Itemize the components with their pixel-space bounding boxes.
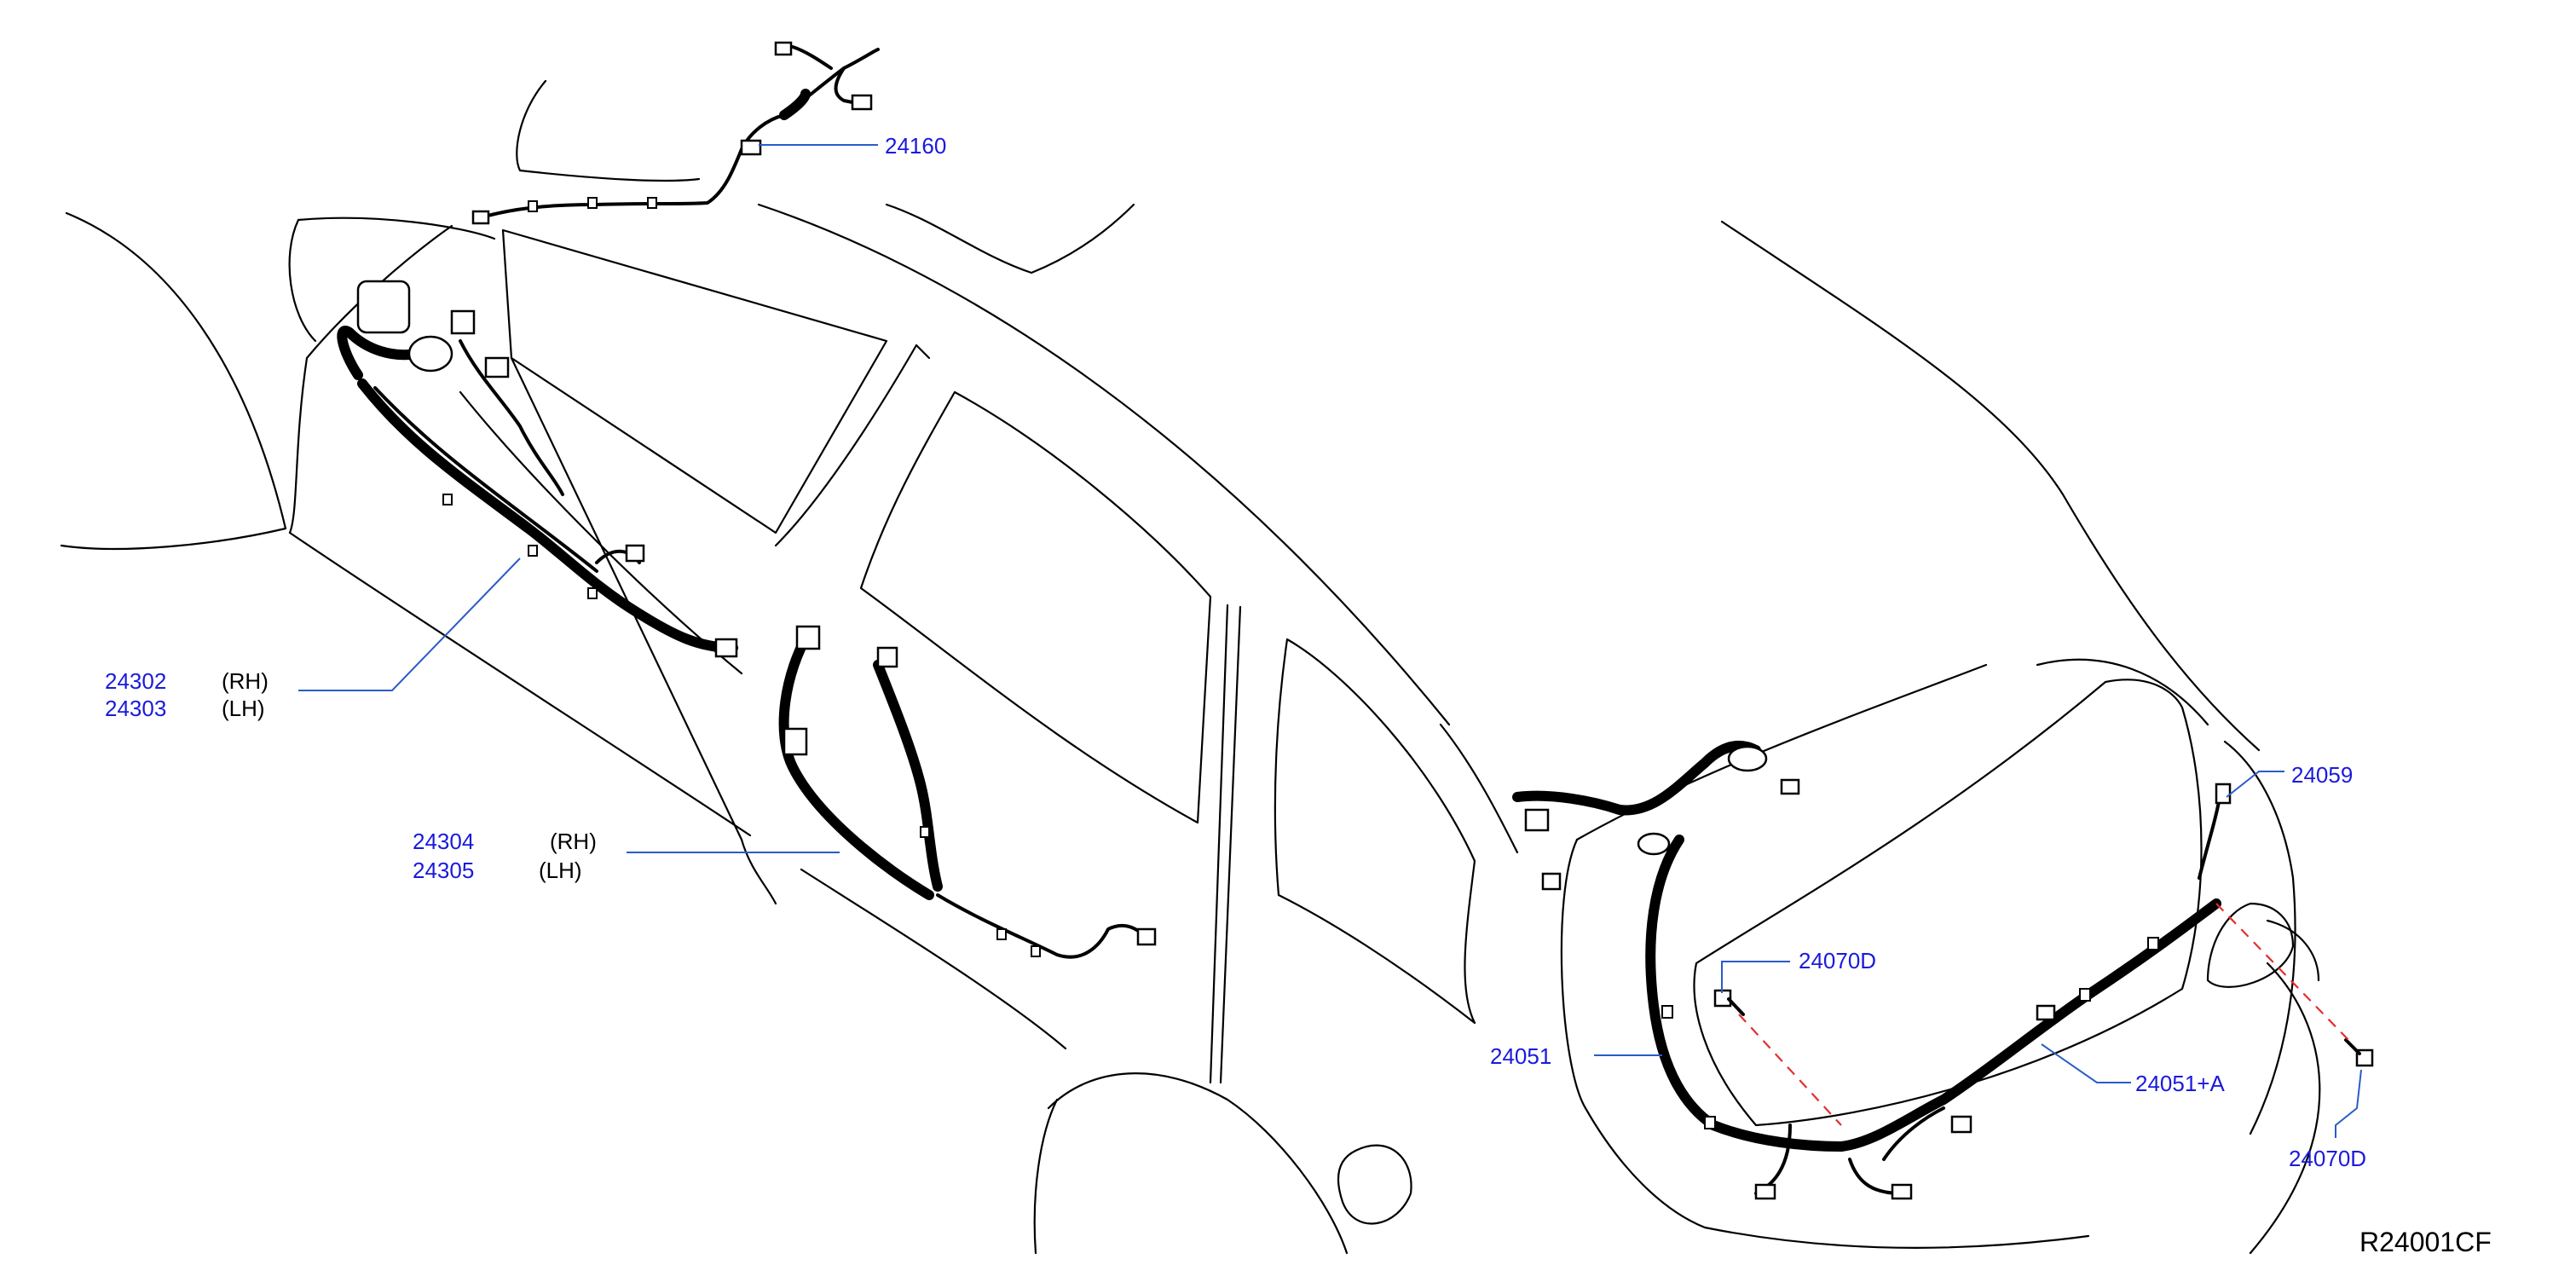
leader-24051a — [2041, 1043, 2131, 1083]
leader-24070d-top — [1721, 961, 1790, 993]
drawing-code: R24001CF — [2359, 1227, 2492, 1257]
label-24304: 24304 — [413, 829, 474, 854]
label-24059: 24059 — [2291, 762, 2353, 788]
label-24160: 24160 — [885, 133, 946, 159]
roof-harness-24160 — [471, 41, 880, 225]
front-door-harness-24302 — [337, 280, 738, 658]
label-24302-side: (RH) — [222, 668, 269, 694]
leader-24070d-bottom — [2335, 1069, 2362, 1138]
dashed-line-bottom-bolt — [2215, 903, 2354, 1045]
label-24070d-top: 24070D — [1799, 948, 1876, 973]
label-24304-side: (RH) — [550, 829, 597, 854]
label-24302: 24302 — [105, 668, 166, 694]
leader-24302 — [298, 557, 521, 691]
label-24305: 24305 — [413, 858, 474, 883]
dashed-line-top-bolt — [1738, 1014, 1842, 1126]
bolt-24070d-bottom — [2344, 1038, 2374, 1067]
label-24051: 24051 — [1490, 1043, 1551, 1069]
label-24070d-bottom: 24070D — [2289, 1146, 2366, 1171]
part-labels: 24160 24302 (RH) 24303 (LH) 24304 (RH) 2… — [105, 133, 2492, 1257]
label-24303-side: (LH) — [222, 696, 265, 721]
bolt-24070d-top — [1713, 989, 1745, 1016]
label-24051a: 24051+A — [2135, 1071, 2225, 1096]
rear-door-harness-24304 — [778, 625, 1157, 959]
leader-24059 — [2226, 771, 2284, 798]
label-24305-side: (LH) — [539, 858, 582, 883]
leader-lines — [298, 144, 2362, 1138]
label-24303: 24303 — [105, 696, 166, 721]
rear-harness-24051 — [1512, 741, 2232, 1200]
